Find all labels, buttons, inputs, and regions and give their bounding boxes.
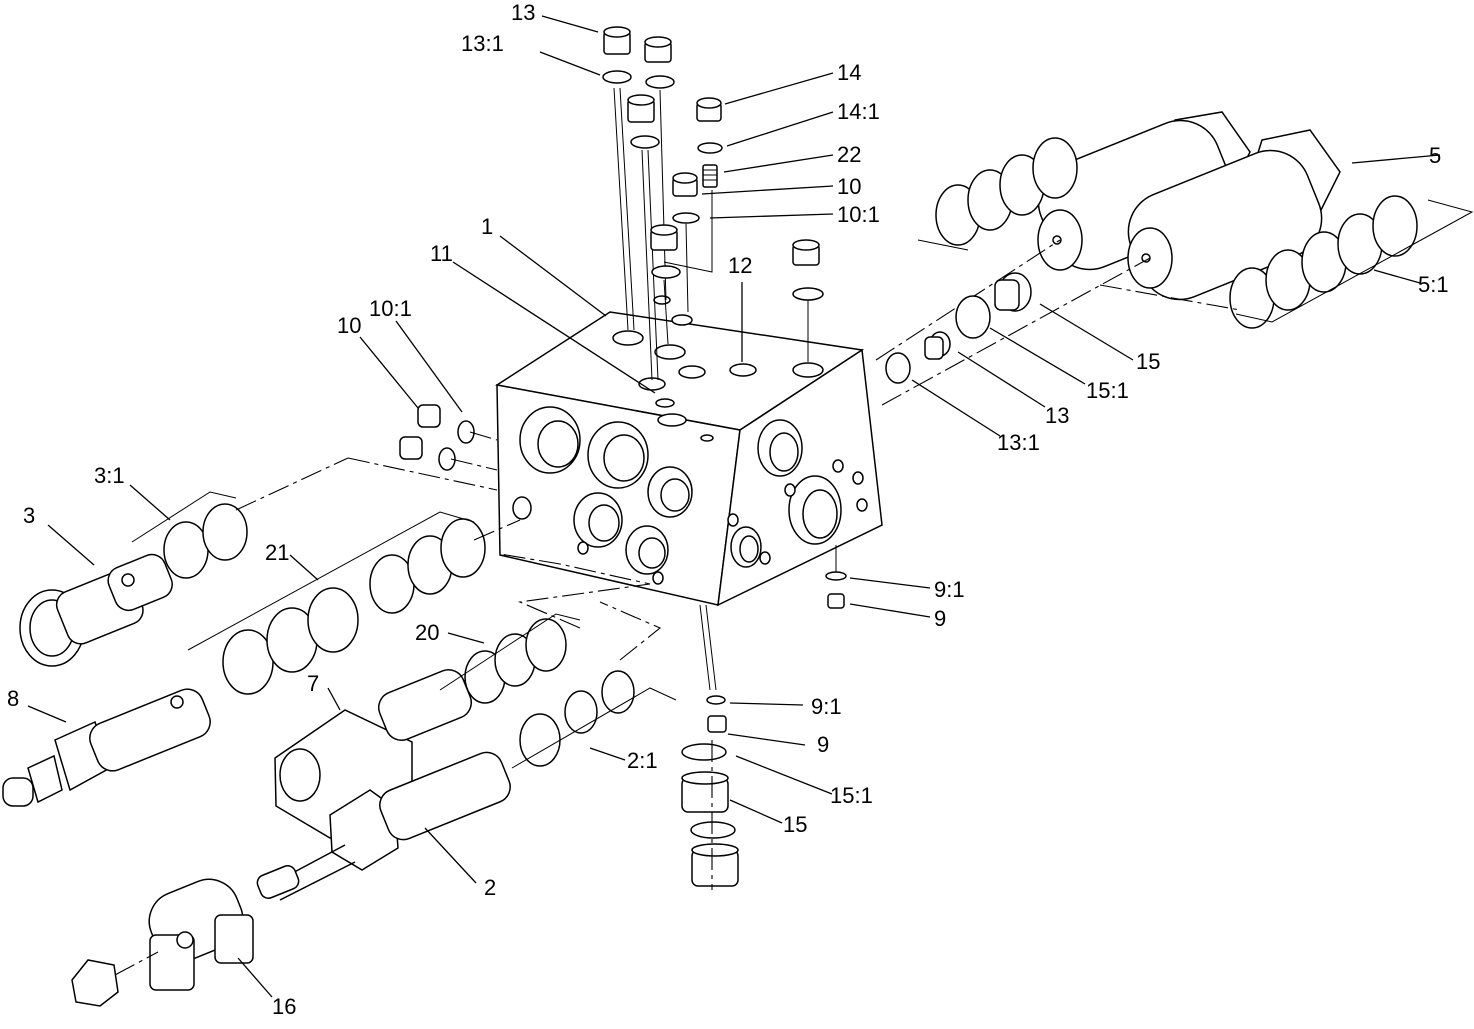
callout-3-1: 3:1: [94, 463, 125, 488]
callout-3: 3: [23, 503, 35, 528]
callout-15-lower: 15: [783, 812, 807, 837]
callout-5-1: 5:1: [1418, 272, 1449, 297]
callout-15-1-lower: 15:1: [830, 783, 873, 808]
callout-14: 14: [837, 60, 861, 85]
callout-15-1-right: 15:1: [1086, 378, 1129, 403]
plugs-left: [399, 404, 498, 471]
leader-lines: [27, 15, 1441, 998]
callout-22: 22: [837, 142, 861, 167]
callout-2-1: 2:1: [627, 748, 658, 773]
callout-13-1-top: 13:1: [461, 31, 504, 56]
callout-13-1-right: 13:1: [997, 430, 1040, 455]
callout-2: 2: [484, 875, 496, 900]
plugs-right: [885, 272, 1032, 384]
cartridge-valve-8: [2, 511, 521, 807]
callout-15-right: 15: [1136, 349, 1160, 374]
callout-11: 11: [430, 241, 453, 266]
callout-16: 16: [272, 994, 296, 1019]
cartridge-valve-5: [875, 111, 1474, 406]
cartridge-valve-7: [274, 553, 651, 839]
callout-9-lower: 9: [817, 732, 829, 757]
callout-labels: 13 13:1 14 14:1 22 10 10:1 1 11 12 5 5:1…: [7, 0, 1449, 1019]
callout-5: 5: [1429, 143, 1441, 168]
callout-9-upper: 9: [934, 606, 946, 631]
callout-1: 1: [481, 214, 493, 239]
callout-20: 20: [415, 620, 439, 645]
cartridge-valve-3: [19, 457, 498, 667]
bottom-plugs: [681, 545, 847, 890]
callout-7: 7: [307, 671, 319, 696]
callout-9-1-lower: 9:1: [811, 694, 842, 719]
callout-13-right: 13: [1045, 403, 1069, 428]
callout-8: 8: [7, 686, 19, 711]
callout-10-top: 10: [837, 174, 861, 199]
callout-10-1-top: 10:1: [837, 202, 880, 227]
callout-13-top: 13: [511, 0, 535, 25]
callout-10-1-left: 10:1: [369, 296, 412, 321]
callout-12: 12: [728, 253, 752, 278]
callout-14-1: 14:1: [837, 99, 880, 124]
callout-9-1-upper: 9:1: [934, 577, 965, 602]
callout-21: 21: [265, 540, 289, 565]
top-plugs-and-orings: [602, 26, 824, 381]
callout-10-left: 10: [337, 313, 361, 338]
cartridge-valve-2: [71, 601, 677, 1007]
manifold-block: [495, 295, 883, 607]
